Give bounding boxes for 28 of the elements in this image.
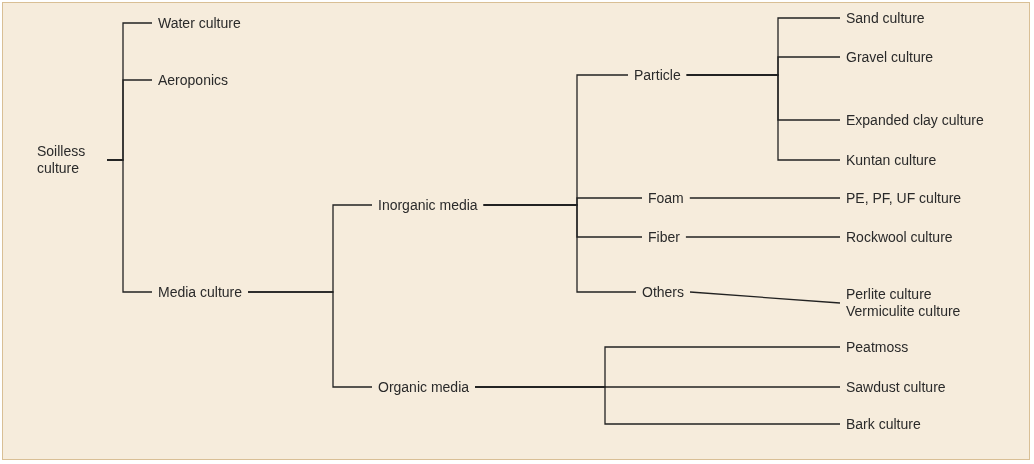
connector-line	[686, 74, 841, 161]
node-label: Bark culture	[840, 415, 927, 433]
node-label: Peatmoss	[840, 338, 915, 356]
node-label: Water culture	[152, 14, 247, 32]
node-label: Rockwool culture	[840, 228, 959, 246]
node-label: Expanded clay culture	[840, 111, 990, 129]
connector-line	[689, 291, 841, 304]
node-label: Aeroponics	[152, 71, 235, 89]
connector-line	[689, 197, 841, 199]
node-label: Sand culture	[840, 9, 931, 27]
connector-line	[483, 204, 637, 293]
node-label: Kuntan culture	[840, 151, 943, 169]
node-label: Fiber	[642, 228, 686, 246]
node-label: Others	[636, 283, 690, 301]
connector-line	[685, 236, 841, 238]
node-label: Gravel culture	[840, 48, 940, 66]
node-label: Soilless culture	[31, 143, 107, 177]
node-label: Foam	[642, 189, 690, 207]
node-label: Particle	[628, 66, 687, 84]
connector-line	[247, 291, 373, 388]
node-label: PE, PF, UF culture	[840, 189, 968, 207]
node-label: Inorganic media	[372, 196, 484, 214]
connector-line	[474, 386, 841, 425]
node-label: Media culture	[152, 283, 249, 301]
node-label: Perlite culture Vermiculite culture	[840, 286, 1002, 320]
node-label: Organic media	[372, 378, 476, 396]
node-label: Sawdust culture	[840, 378, 952, 396]
connector-line	[106, 159, 153, 293]
